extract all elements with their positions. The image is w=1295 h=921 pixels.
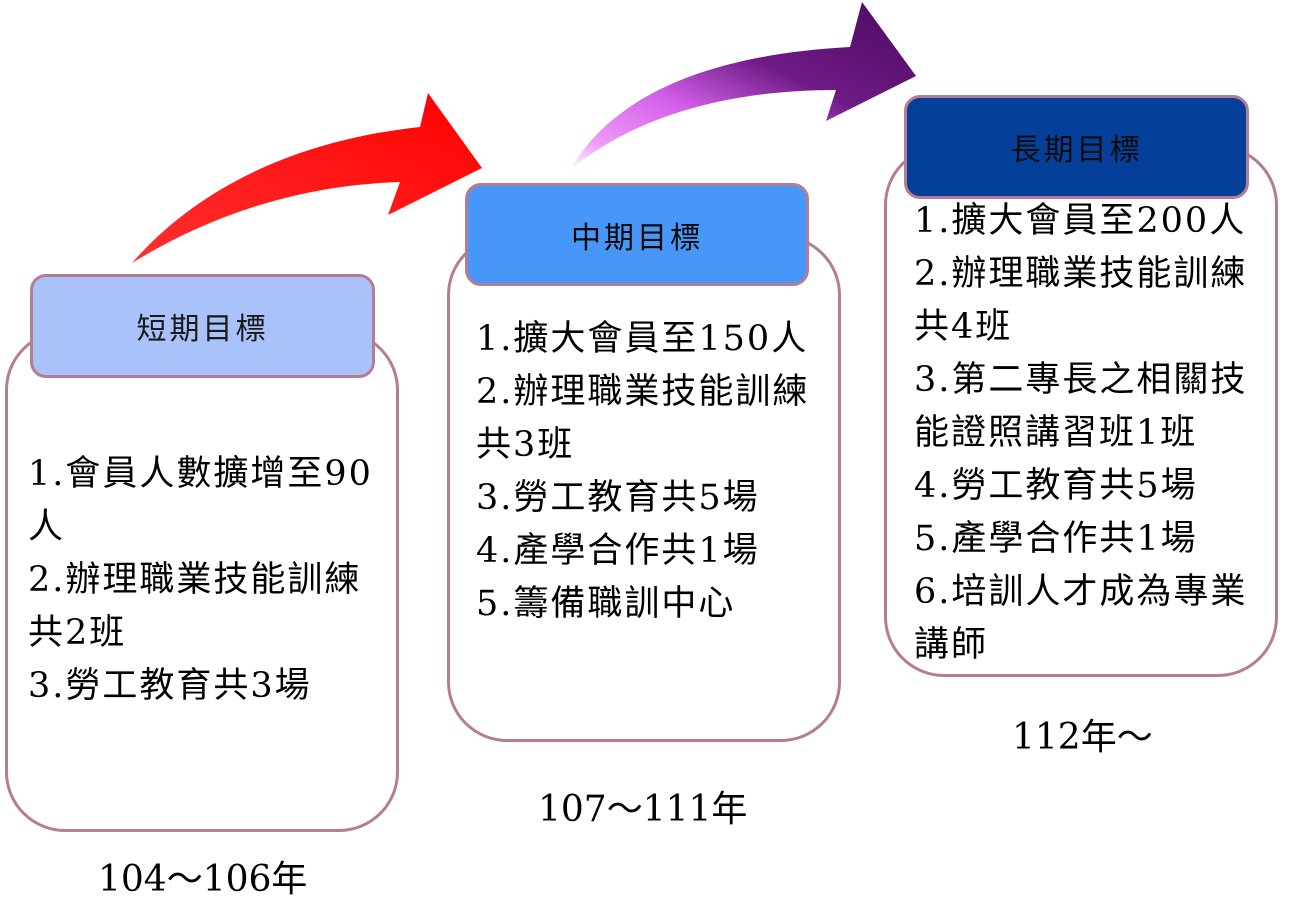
list-item: 4.產學合作共1場 bbox=[476, 531, 760, 571]
mid-term-box bbox=[447, 235, 841, 742]
list-item: 1.擴大會員至150人 bbox=[476, 319, 809, 359]
short-term-goals-list: 1.會員人數擴增至90人 2.辦理職業技能訓練共2班 3.勞工教育共3場 bbox=[28, 448, 388, 713]
list-item: 4.勞工教育共5場 bbox=[914, 466, 1198, 506]
mid-term-title: 中期目標 bbox=[571, 220, 703, 256]
short-term-box bbox=[5, 330, 399, 832]
mid-term-header: 中期目標 bbox=[465, 183, 809, 286]
list-item: 5.產學合作共1場 bbox=[914, 519, 1198, 559]
list-item: 2.辦理職業技能訓練共4班 bbox=[914, 254, 1248, 347]
list-item: 3.勞工教育共3場 bbox=[28, 666, 312, 706]
list-item: 2.辦理職業技能訓練共3班 bbox=[476, 372, 810, 465]
list-item: 5.籌備職訓中心 bbox=[476, 584, 736, 624]
mid-term-goals-list: 1.擴大會員至150人 2.辦理職業技能訓練共3班 3.勞工教育共5場 4.產學… bbox=[476, 313, 836, 631]
arrow-mid-to-long bbox=[570, 2, 916, 170]
short-term-header: 短期目標 bbox=[30, 274, 375, 378]
list-item: 1.會員人數擴增至90人 bbox=[28, 454, 373, 547]
mid-term-period: 107～111年 bbox=[538, 789, 748, 830]
list-item: 3.第二專長之相關技能證照講習班1班 bbox=[914, 360, 1248, 453]
arrow-short-to-mid bbox=[132, 93, 482, 263]
long-term-header: 長期目標 bbox=[904, 95, 1249, 199]
long-term-period: 112年～ bbox=[1012, 717, 1153, 758]
short-term-period: 104～106年 bbox=[98, 859, 308, 900]
long-term-box bbox=[884, 145, 1278, 677]
short-term-title: 短期目標 bbox=[136, 312, 269, 347]
long-term-goals-list: 1.擴大會員至200人 2.辦理職業技能訓練共4班 3.第二專長之相關技能證照講… bbox=[914, 195, 1274, 672]
list-item: 6.培訓人才成為專業講師 bbox=[914, 572, 1248, 665]
list-item: 2.辦理職業技能訓練共2班 bbox=[28, 560, 362, 653]
long-term-title: 長期目標 bbox=[1010, 133, 1143, 168]
list-item: 1.擴大會員至200人 bbox=[914, 201, 1247, 241]
list-item: 3.勞工教育共5場 bbox=[476, 478, 760, 518]
